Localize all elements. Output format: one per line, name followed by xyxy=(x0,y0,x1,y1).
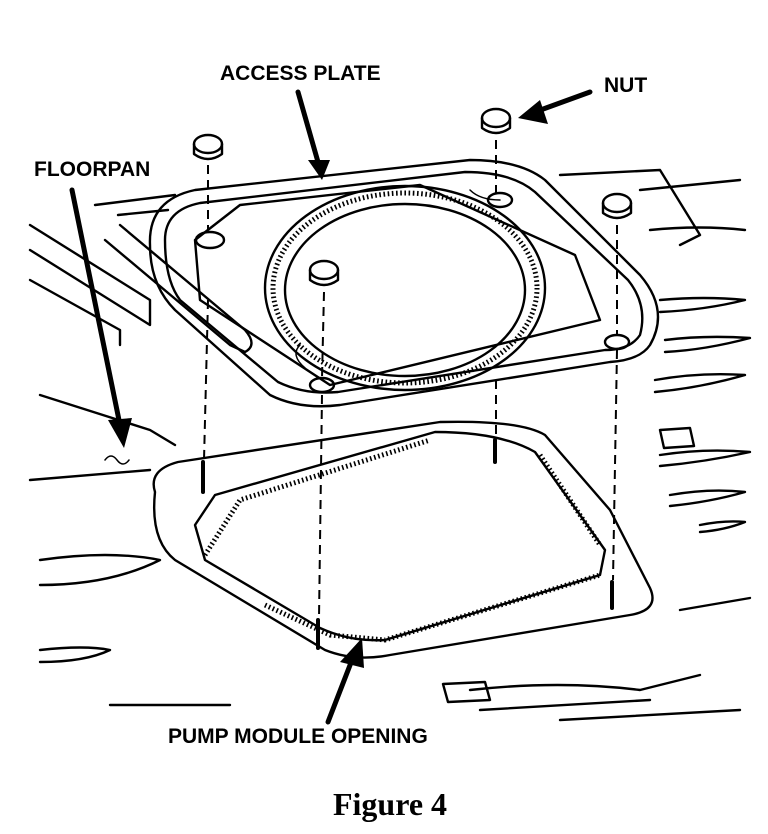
floorpan-ribs xyxy=(28,168,752,722)
nut-icon xyxy=(192,133,224,161)
pump-module-opening-label: PUMP MODULE OPENING xyxy=(168,725,428,748)
nut-icon xyxy=(308,259,340,287)
pump-module-opening-shape xyxy=(152,420,654,659)
access-plate-label: ACCESS PLATE xyxy=(220,62,381,85)
nut-icon xyxy=(601,192,633,220)
figure-caption: Figure 4 xyxy=(333,786,447,822)
studs xyxy=(201,438,614,650)
access-plate-shape xyxy=(148,158,660,408)
leader-arrows xyxy=(69,89,593,725)
nut-icon-group xyxy=(192,107,633,287)
nut-icon xyxy=(480,107,512,135)
alignment-lines xyxy=(203,140,618,619)
nut-label: NUT xyxy=(604,74,647,97)
floorpan-label: FLOORPAN xyxy=(34,158,150,181)
